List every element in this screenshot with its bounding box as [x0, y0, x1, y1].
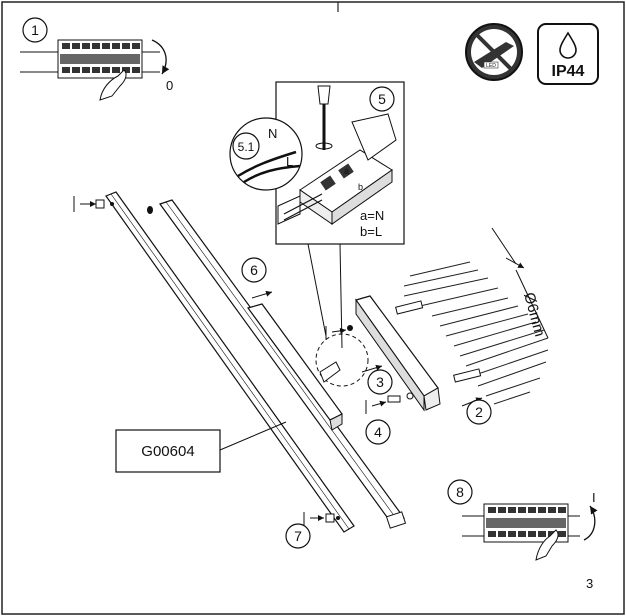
step1-number: 1 — [31, 22, 39, 38]
step1-breaker-off: 1 0 — [20, 17, 173, 101]
water-drop-icon — [559, 31, 577, 59]
step3-number: 3 — [376, 374, 384, 390]
step6-number: 6 — [250, 262, 258, 278]
luminaire-cover — [105, 191, 355, 533]
product-code-box: G00604 — [115, 421, 287, 473]
step5-wiring-detail: 5 a b a=N b=L — [275, 81, 405, 245]
led-text: LED — [486, 63, 496, 69]
no-led-replace-icon: LED — [465, 23, 523, 81]
step7-marker: 7 — [285, 523, 311, 549]
luminaire-body — [147, 199, 407, 529]
screws-bottom — [303, 512, 340, 526]
ip-rating: IP44 — [552, 63, 585, 80]
step3-marker: 3 — [361, 364, 393, 395]
step4-number: 4 — [374, 424, 382, 440]
step7-number: 7 — [294, 528, 302, 544]
wall-plugs — [395, 300, 482, 383]
step8-number: 8 — [456, 484, 464, 500]
step2-number: 2 — [475, 404, 483, 420]
terminal-a: a — [344, 166, 349, 176]
ip44-icon: IP44 — [537, 23, 599, 85]
product-code: G00604 — [141, 443, 194, 460]
step1-circle — [22, 17, 48, 43]
step6-marker: 6 — [241, 257, 273, 299]
switch-on-label: I — [592, 490, 596, 505]
wire-l-letter: L — [286, 154, 293, 169]
wire-n-letter: N — [268, 126, 277, 141]
wall-bracket — [247, 295, 441, 431]
switch-off-label: 0 — [166, 78, 173, 93]
step8-breaker-on: 8 I — [447, 479, 598, 561]
step5-number: 5 — [378, 91, 386, 107]
wiring-a-label: a=N — [360, 208, 384, 223]
step5-1-wire-detail: 5.1 N L — [229, 117, 303, 191]
step2-marker: 2 — [461, 397, 492, 425]
screws-left — [73, 196, 105, 212]
step4-marker: 4 — [365, 419, 391, 445]
page-number: 3 — [586, 576, 593, 591]
screws-bracket — [325, 325, 414, 414]
terminal-b: b — [358, 182, 363, 192]
connection-area-marker — [315, 333, 369, 387]
drill-diameter-dimension: Ø6mm — [491, 227, 549, 339]
step5-1-number: 5.1 — [238, 140, 255, 154]
wiring-b-label: b=L — [360, 224, 382, 239]
wall-hatching — [403, 261, 549, 405]
